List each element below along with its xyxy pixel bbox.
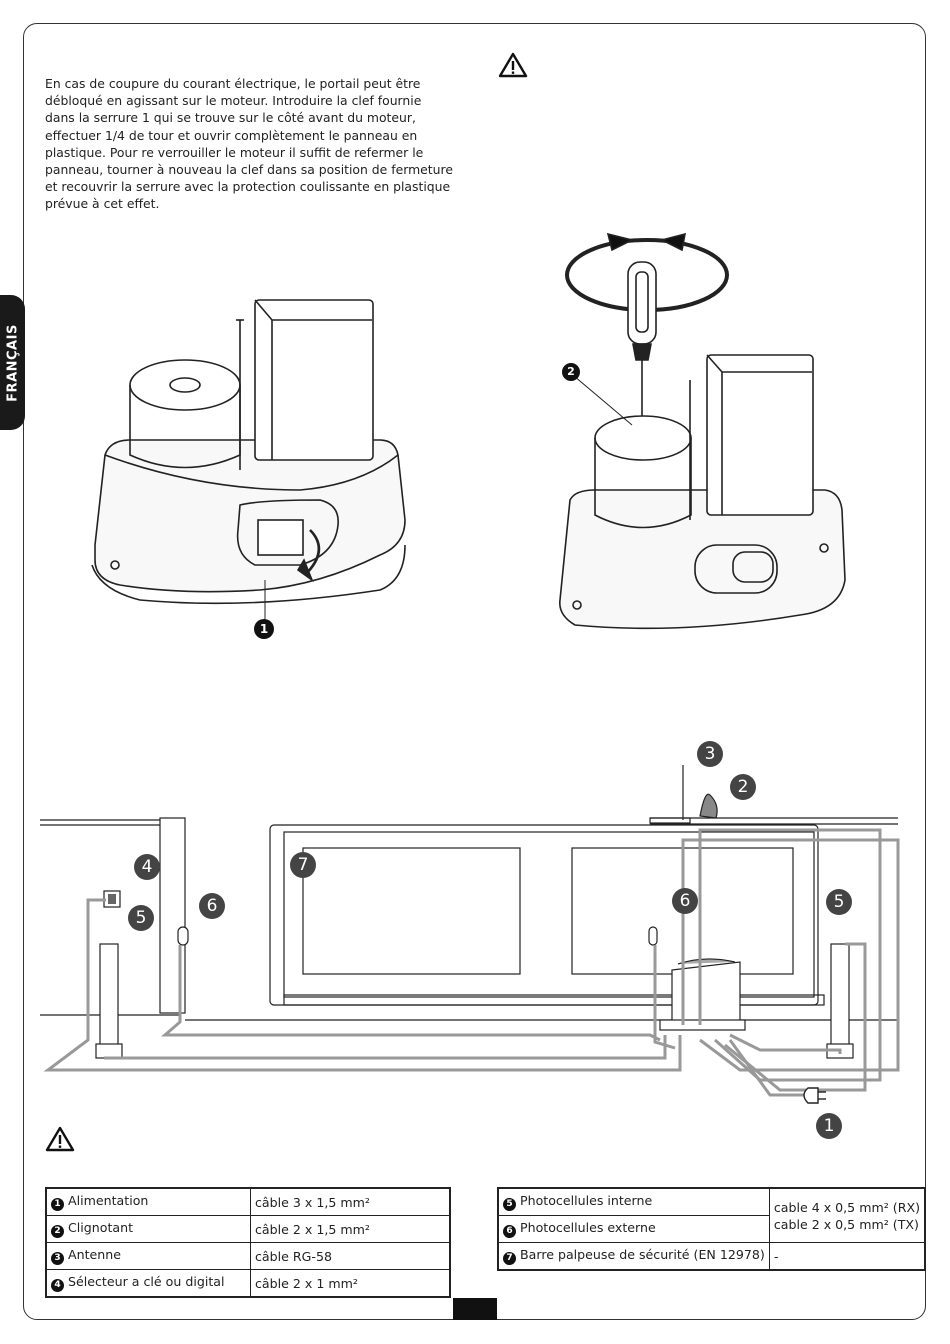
row-cable: câble 2 x 1,5 mm² — [250, 1215, 451, 1243]
motor-screw-illustration — [558, 232, 846, 630]
label-5-photocell-right: 5 — [826, 889, 852, 915]
motor-unlock-illustration — [91, 299, 406, 620]
row-label: Photocellules interne — [520, 1193, 653, 1208]
row-label: Barre palpeuse de sécurité (EN 12978) — [520, 1247, 765, 1262]
row-number: 3 — [51, 1252, 64, 1265]
table-row: 3 Antenne câble RG-58 — [45, 1242, 451, 1270]
row-label: Sélecteur a clé ou digital — [68, 1274, 225, 1289]
label-2-screw: 2 — [562, 363, 580, 381]
row-label: Antenne — [68, 1247, 121, 1262]
cable-table-left: 1 Alimentation câble 3 x 1,5 mm² 2 Clignot… — [45, 1187, 451, 1298]
row-cable: câble 2 x 1 mm² — [250, 1269, 451, 1298]
label-3-antenna: 3 — [697, 741, 723, 767]
cable-table-right: 5 Photocellules interne cable 4 x 0,5 mm²… — [497, 1187, 926, 1271]
row-number: 5 — [503, 1198, 516, 1211]
language-tab: FRANÇAIS — [0, 295, 25, 430]
row-cable: câble RG-58 — [250, 1242, 451, 1270]
row-number: 1 — [51, 1198, 64, 1211]
label-1-power: 1 — [816, 1113, 842, 1139]
page-number-box — [453, 1298, 497, 1320]
row-cable-rx: cable 4 x 0,5 mm² (RX) — [773, 1199, 920, 1215]
installation-diagram — [40, 765, 898, 1059]
warning-icon — [498, 52, 528, 78]
label-6-photocell-ext-left: 6 — [199, 893, 225, 919]
table-row: 5 Photocellules interne cable 4 x 0,5 mm²… — [497, 1187, 926, 1243]
label-5-photocell-left: 5 — [128, 905, 154, 931]
table-row: 4 Sélecteur a clé ou digital câble 2 x 1 … — [45, 1269, 451, 1298]
row-cable-tx: cable 2 x 0,5 mm² (TX) — [773, 1216, 919, 1232]
table-row: 2 Clignotant câble 2 x 1,5 mm² — [45, 1215, 451, 1243]
label-7-safety-edge: 7 — [290, 852, 316, 878]
label-6-photocell-ext-right: 6 — [672, 888, 698, 914]
row-number: 6 — [503, 1225, 516, 1238]
row-cable: câble 3 x 1,5 mm² — [250, 1187, 451, 1216]
row-cable: - — [768, 1242, 926, 1271]
warning-icon — [45, 1126, 75, 1152]
row-number: 7 — [503, 1252, 516, 1265]
table-row: 1 Alimentation câble 3 x 1,5 mm² — [45, 1187, 451, 1216]
intro-paragraph: En cas de coupure du courant électrique,… — [45, 76, 453, 212]
cable-routes — [43, 828, 900, 1097]
row-label: Clignotant — [68, 1220, 134, 1235]
row-label: Alimentation — [68, 1193, 149, 1208]
label-1-lock: 1 — [254, 619, 274, 639]
label-4-selector: 4 — [134, 854, 160, 880]
table-row: 7 Barre palpeuse de sécurité (EN 12978) - — [497, 1242, 926, 1271]
plug-icon — [803, 1087, 826, 1104]
row-number: 2 — [51, 1225, 64, 1238]
row-number: 4 — [51, 1279, 64, 1292]
table-row: 6 Photocellules externe — [497, 1215, 925, 1243]
label-2-flasher: 2 — [730, 774, 756, 800]
row-label: Photocellules externe — [520, 1220, 656, 1235]
